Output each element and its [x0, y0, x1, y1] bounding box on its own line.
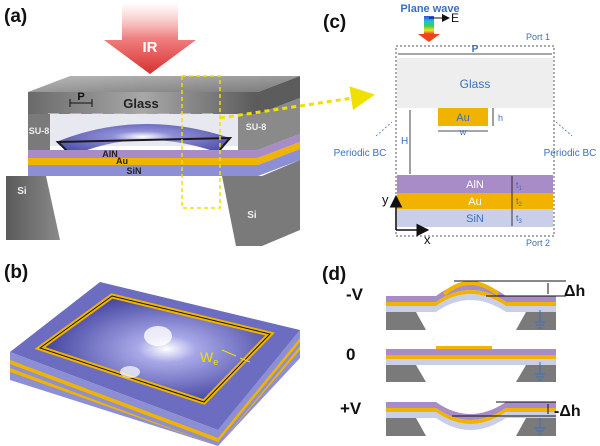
glass-top-face — [28, 76, 300, 92]
port1-label: Port 1 — [526, 32, 550, 42]
panel-label-c: (c) — [323, 12, 347, 33]
panel-label-d: (d) — [322, 264, 347, 285]
si-left-block — [6, 176, 60, 240]
panel-a-device: IR Glass P SU-8 SU-8 — [6, 2, 375, 246]
we-label: We — [200, 349, 218, 367]
voltage-pos-label: +V — [340, 399, 362, 418]
panel-d-actuation: -V Δh 0 +V — [340, 280, 585, 436]
h-label: h — [498, 113, 503, 123]
svg-text:t3: t3 — [516, 213, 523, 225]
layer-aln-a — [28, 134, 300, 158]
panel-b-device-3d: We — [10, 282, 300, 446]
au-label-a: Au — [116, 156, 128, 166]
voltage-zero-label: 0 — [346, 345, 355, 364]
au-label-c2: Au — [468, 196, 481, 208]
ir-beam-arrow — [104, 2, 196, 74]
state-zero-v: 0 — [346, 345, 556, 382]
su8-right-label: SU-8 — [246, 122, 267, 132]
port2-label: Port 2 — [526, 238, 550, 248]
layer-sin-c — [397, 209, 553, 227]
state-negative-v: -V Δh — [346, 280, 585, 330]
period-label-c: P — [472, 44, 479, 55]
svg-text:t2: t2 — [516, 196, 523, 208]
plane-wave-icon — [424, 16, 434, 34]
su8-left-label: SU-8 — [29, 126, 50, 136]
e-field-label: E — [451, 11, 459, 25]
thickness-markers: t1 t2 t3 — [511, 176, 523, 226]
ir-label: IR — [143, 39, 158, 56]
su8-right-pillar — [238, 98, 300, 150]
sin-label-c: SiN — [466, 213, 484, 225]
unit-cell-highlight — [181, 75, 221, 209]
voltage-neg-label: -V — [346, 285, 364, 304]
si-left-label: Si — [17, 186, 27, 197]
xy-axes: y x — [382, 192, 431, 247]
svg-text:x: x — [424, 232, 431, 247]
panel-label-b: (b) — [4, 262, 29, 283]
delta-h-neg: -Δh — [554, 403, 581, 420]
periodic-bc-right: Periodic BC — [544, 148, 597, 159]
glass-label-c: Glass — [460, 77, 491, 91]
glass-side-face — [258, 76, 300, 114]
aln-label-c: AlN — [466, 179, 484, 191]
layer-aln-c — [397, 175, 553, 193]
svg-text:t1: t1 — [516, 180, 523, 192]
glass-front-face — [28, 92, 258, 114]
plane-wave-label: Plane wave — [400, 3, 459, 15]
zoom-arrow — [219, 86, 375, 120]
layer-au-c — [397, 193, 553, 209]
panel-label-a: (a) — [4, 6, 28, 27]
state-positive-v: +V -Δh — [340, 399, 581, 436]
si-right-label: Si — [247, 210, 257, 221]
delta-h-pos: Δh — [564, 283, 585, 300]
aln-label-a: AlN — [102, 149, 118, 159]
gap-H-label: H — [401, 136, 408, 147]
au-label-c: Au — [456, 112, 469, 124]
panel-c-simulation-cell: Plane wave E Port 1 P Glass Au h w H Per… — [334, 3, 597, 248]
plane-wave-arrowhead — [418, 34, 440, 42]
simulation-boundary — [395, 45, 555, 237]
periodic-bc-left: Periodic BC — [334, 148, 387, 159]
glass-region-c — [397, 58, 553, 108]
period-label-a: P — [77, 91, 84, 103]
sin-label-a: SiN — [126, 166, 141, 176]
au-grating-c — [438, 108, 488, 126]
si-right-block — [222, 160, 300, 246]
su8-left-pillar — [28, 114, 50, 150]
svg-text:y: y — [382, 192, 389, 207]
w-label: w — [459, 127, 467, 137]
glass-label: Glass — [123, 96, 158, 111]
layer-au-a — [28, 142, 300, 165]
